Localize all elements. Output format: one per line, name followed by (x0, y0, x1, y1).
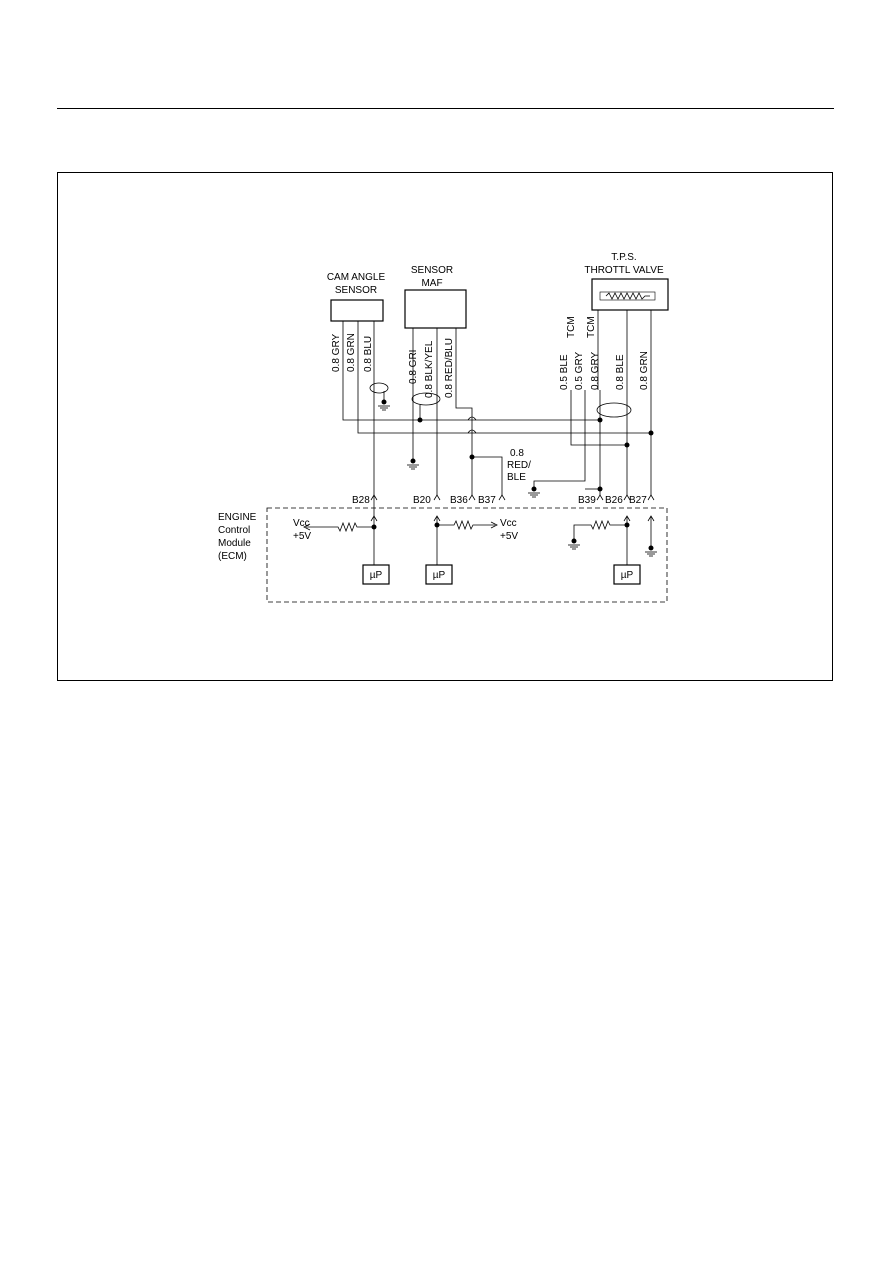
wire-label: 0.8 GRY (590, 352, 601, 390)
input-arrow-icon (623, 515, 631, 522)
ecm-pullup-resistor (437, 519, 495, 531)
tps-resistor-icon (599, 291, 656, 301)
wire-red-ble (472, 456, 503, 496)
vcc-right-label-1: Vcc (500, 518, 517, 529)
vcc-right-label-2: +5V (500, 531, 518, 542)
pin-label: B36 (450, 495, 468, 506)
tcm-ground-node (531, 486, 537, 492)
pin-label: B20 (413, 495, 431, 506)
ecm-label-4: (ECM) (218, 551, 247, 562)
wire-label: 0.5 BLE (559, 354, 570, 390)
tps-label-1: T.P.S. (611, 252, 636, 263)
ecm-label-1: ENGINE (218, 512, 257, 523)
page-top-rule (57, 108, 834, 109)
wire-label: 0.8 GRN (346, 333, 357, 372)
node (648, 545, 654, 551)
wire-label: 0.8 GRY (331, 334, 342, 372)
node (624, 442, 630, 448)
wire-tcm-gry (533, 390, 586, 489)
node (648, 430, 654, 436)
microprocessor-box (362, 564, 390, 585)
input-arrow-icon (433, 515, 441, 522)
wire-label: 0.8 BLE (615, 354, 626, 390)
ground-icon (528, 492, 540, 498)
node (371, 524, 377, 530)
maf-sensor-box (404, 289, 467, 329)
vcc-arrow-icon (490, 521, 498, 529)
cam-shield-icon (369, 382, 389, 394)
red-ble-label-1: 0.8 (510, 448, 524, 459)
wire-label: 0.8 BLK/YEL (424, 340, 435, 398)
input-arrow-icon (370, 515, 378, 522)
pin-label: B39 (578, 495, 596, 506)
cam-shield-node (381, 399, 387, 405)
tps-shield-icon (596, 402, 632, 418)
pin-label: B26 (605, 495, 623, 506)
pin-label: B37 (478, 495, 496, 506)
node (597, 417, 603, 423)
wire-cam-grn (357, 321, 651, 434)
wire-label: 0.8 GRI (408, 350, 419, 384)
maf-sensor-label-2: MAF (421, 278, 442, 289)
wire-label: 0.8 RED/BLU (444, 338, 455, 398)
cam-angle-sensor-box (330, 299, 384, 322)
diagram-frame (57, 172, 833, 681)
ground-icon (645, 551, 657, 557)
ecm-pullup-resistor (306, 521, 374, 533)
wire-label: 0.5 GRY (574, 352, 585, 390)
cam-sensor-label-1: CAM ANGLE (327, 272, 386, 283)
ground-icon (568, 544, 580, 550)
wire-cam-gry (342, 321, 600, 421)
tps-label-2: THROTTL VALVE (584, 265, 664, 276)
wire-label: TCM (586, 316, 597, 338)
ecm-label-3: Module (218, 538, 251, 549)
microprocessor-label: µP (370, 570, 383, 581)
cam-sensor-label-2: SENSOR (335, 285, 377, 296)
pin-label: B28 (352, 495, 370, 506)
vcc-left-label-1: Vcc (293, 518, 310, 529)
ground-icon (407, 464, 419, 470)
wire-label: 0.8 BLU (363, 336, 374, 372)
wire-tcm-ble (570, 390, 627, 446)
microprocessor-box (613, 564, 641, 585)
maf-ground-node (410, 458, 416, 464)
red-ble-label-3: BLE (507, 472, 526, 483)
ecm-boundary (266, 507, 668, 603)
maf-sensor-label-1: SENSOR (411, 265, 453, 276)
node (571, 538, 577, 544)
microprocessor-label: µP (621, 570, 634, 581)
vcc-left-label-2: +5V (293, 531, 311, 542)
wire-label: 0.8 GRN (639, 351, 650, 390)
microprocessor-label: µP (433, 570, 446, 581)
tps-box (591, 278, 669, 311)
connector-pin-icon (370, 494, 655, 501)
pin-label: B27 (629, 495, 647, 506)
ecm-pulldown-resistor (573, 519, 627, 541)
microprocessor-box (425, 564, 453, 585)
input-arrow-icon (647, 515, 655, 522)
node (624, 522, 630, 528)
ground-icon (378, 405, 390, 411)
vcc-arrow-icon (303, 523, 311, 531)
node (434, 522, 440, 528)
maf-shield-node (417, 417, 423, 423)
wire-maf-redblu (455, 328, 473, 496)
wire-crossover (467, 429, 477, 434)
maf-shield-icon (411, 392, 441, 406)
red-ble-label-2: RED/ (507, 460, 531, 471)
ecm-label-2: Control (218, 525, 250, 536)
wire-label: TCM (566, 316, 577, 338)
wire-crossover (467, 416, 477, 421)
